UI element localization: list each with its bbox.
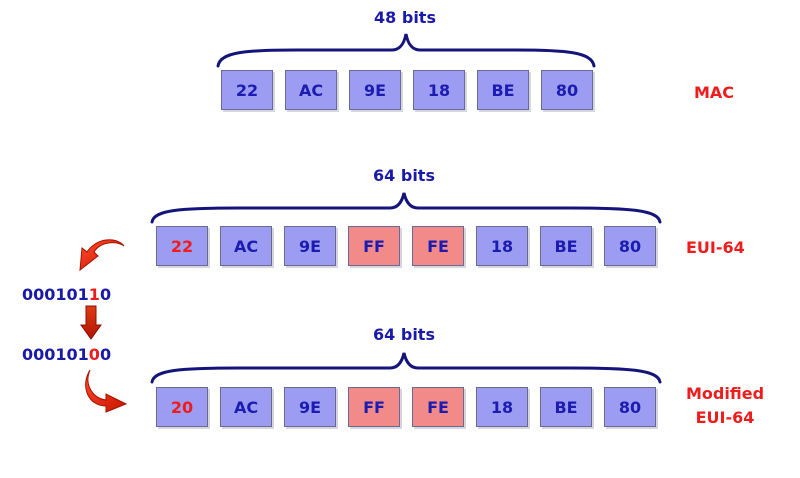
modified-byte-4: FE (412, 387, 464, 427)
eui64-byte-2: 9E (284, 226, 336, 266)
mac-brace (216, 33, 596, 68)
curved-arrow-down-left-icon (79, 239, 125, 272)
eui64-byte-7: 80 (604, 226, 656, 266)
eui64-brace (150, 192, 662, 224)
modified-byte-1: AC (220, 387, 272, 427)
modified-label-line1: Modified (686, 384, 765, 403)
binary-before-prefix: 000101 (22, 285, 89, 304)
mac-label: MAC (694, 83, 735, 102)
modified-byte-7: 80 (604, 387, 656, 427)
mac-bits-label: 48 bits (374, 8, 436, 27)
mac-byte-0: 22 (221, 70, 273, 110)
mac-byte-3: 18 (413, 70, 465, 110)
mac-byte-4: BE (477, 70, 529, 110)
mac-byte-5: 80 (541, 70, 593, 110)
eui64-byte-0: 22 (156, 226, 208, 266)
mac-byte-2: 9E (349, 70, 401, 110)
modified-byte-6: BE (540, 387, 592, 427)
eui64-bits-label: 64 bits (373, 166, 435, 185)
eui64-byte-4: FE (412, 226, 464, 266)
modified-byte-5: 18 (476, 387, 528, 427)
eui64-byte-3: FF (348, 226, 400, 266)
eui64-byte-6: BE (540, 226, 592, 266)
modified-byte-2: 9E (284, 387, 336, 427)
mac-byte-1: AC (285, 70, 337, 110)
binary-before-flipped-bit: 1 (88, 285, 100, 304)
modified-brace (150, 352, 662, 384)
binary-after-prefix: 000101 (22, 345, 89, 364)
modified-label: Modified EUI-64 (686, 382, 764, 430)
modified-byte-0: 20 (156, 387, 208, 427)
modified-bits-label: 64 bits (373, 325, 435, 344)
modified-label-line2: EUI-64 (695, 408, 755, 427)
binary-after-suffix: 0 (99, 345, 112, 364)
arrow-down-icon (80, 305, 102, 340)
eui64-byte-5: 18 (476, 226, 528, 266)
binary-after-flipped-bit: 0 (88, 345, 100, 364)
eui64-label: EUI-64 (686, 238, 745, 257)
eui64-byte-1: AC (220, 226, 272, 266)
curved-arrow-down-right-icon (85, 369, 128, 413)
modified-byte-3: FF (348, 387, 400, 427)
binary-before-suffix: 0 (99, 285, 112, 304)
